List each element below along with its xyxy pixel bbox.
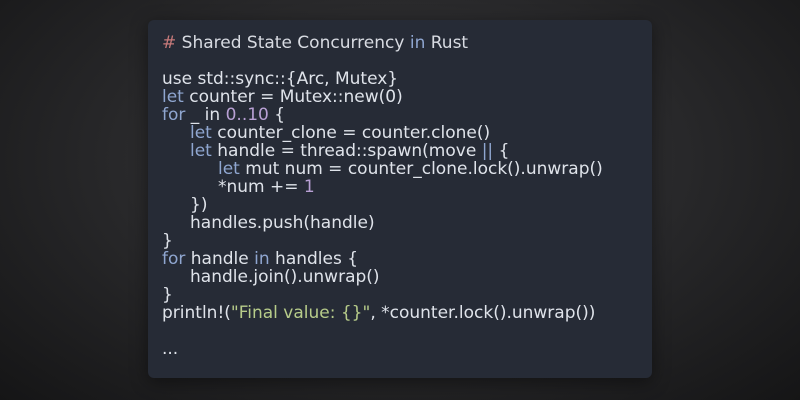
comment-hash: # bbox=[162, 33, 177, 53]
closure-pipes: || bbox=[481, 141, 494, 161]
code-text: handles.push(handle) bbox=[190, 213, 375, 233]
keyword-for: for bbox=[162, 249, 186, 269]
code-line-comment: # Shared State Concurrency in Rust bbox=[162, 34, 468, 52]
keyword-let: let bbox=[218, 159, 240, 179]
code-line-push: handles.push(handle) bbox=[190, 214, 375, 232]
comment-text: Shared State Concurrency bbox=[181, 33, 405, 53]
keyword-let: let bbox=[190, 123, 212, 143]
code-line-let-clone: let counter_clone = counter.clone() bbox=[190, 124, 490, 142]
code-text: println!( bbox=[162, 303, 231, 323]
code-text: mut num = counter_clone.lock().unwrap() bbox=[245, 159, 603, 179]
comment-keyword: in bbox=[409, 33, 426, 53]
code-line-use: use std::sync::{Arc, Mutex} bbox=[162, 70, 398, 88]
code-line-ellipsis: ... bbox=[162, 340, 178, 358]
code-text: } bbox=[162, 231, 173, 251]
operator: += bbox=[270, 177, 299, 197]
number-literal: 1 bbox=[303, 177, 315, 197]
code-text: handle.join().unwrap() bbox=[190, 267, 380, 287]
code-text: } bbox=[162, 285, 173, 305]
code-text: counter = Mutex::new(0) bbox=[189, 87, 403, 107]
code-line-let-handle: let handle = thread::spawn(move || { bbox=[190, 142, 509, 160]
code-line-increment: *num += 1 bbox=[218, 178, 315, 196]
code-line-let-num: let mut num = counter_clone.lock().unwra… bbox=[218, 160, 603, 178]
code-text: use std::sync::{Arc, Mutex} bbox=[162, 69, 399, 89]
code-text: handles { bbox=[275, 249, 359, 269]
code-text: { bbox=[274, 105, 286, 125]
keyword-in: in bbox=[254, 249, 270, 269]
code-text: }) bbox=[190, 195, 208, 215]
code-line-println: println!("Final value: {}", *counter.loc… bbox=[162, 304, 595, 322]
code-snippet-card: # Shared State Concurrency in Rust use s… bbox=[148, 20, 652, 378]
code-line-for-range: for _ in 0..10 { bbox=[162, 106, 285, 124]
code-text: counter_clone = counter.clone() bbox=[217, 123, 491, 143]
comment-lang: Rust bbox=[430, 33, 469, 53]
code-text: , *counter.lock().unwrap()) bbox=[370, 303, 596, 323]
code-text: handle = thread::spawn(move bbox=[217, 141, 477, 161]
code-text: { bbox=[498, 141, 510, 161]
code-line-close-for: } bbox=[162, 232, 173, 250]
code-text: *num bbox=[218, 177, 265, 197]
ellipsis: ... bbox=[162, 339, 179, 359]
code-line-for-handles: for handle in handles { bbox=[162, 250, 358, 268]
keyword-let: let bbox=[162, 87, 184, 107]
keyword-for: for bbox=[162, 105, 186, 125]
code-line-let-counter: let counter = Mutex::new(0) bbox=[162, 88, 403, 106]
code-line-close-for2: } bbox=[162, 286, 173, 304]
string-literal: "Final value: {}" bbox=[230, 303, 371, 323]
code-text: _ in bbox=[190, 105, 221, 125]
code-line-join: handle.join().unwrap() bbox=[190, 268, 380, 286]
keyword-let: let bbox=[190, 141, 212, 161]
code-line-close-spawn: }) bbox=[190, 196, 207, 214]
code-text: handle bbox=[190, 249, 249, 269]
number-literal: 0..10 bbox=[225, 105, 269, 125]
